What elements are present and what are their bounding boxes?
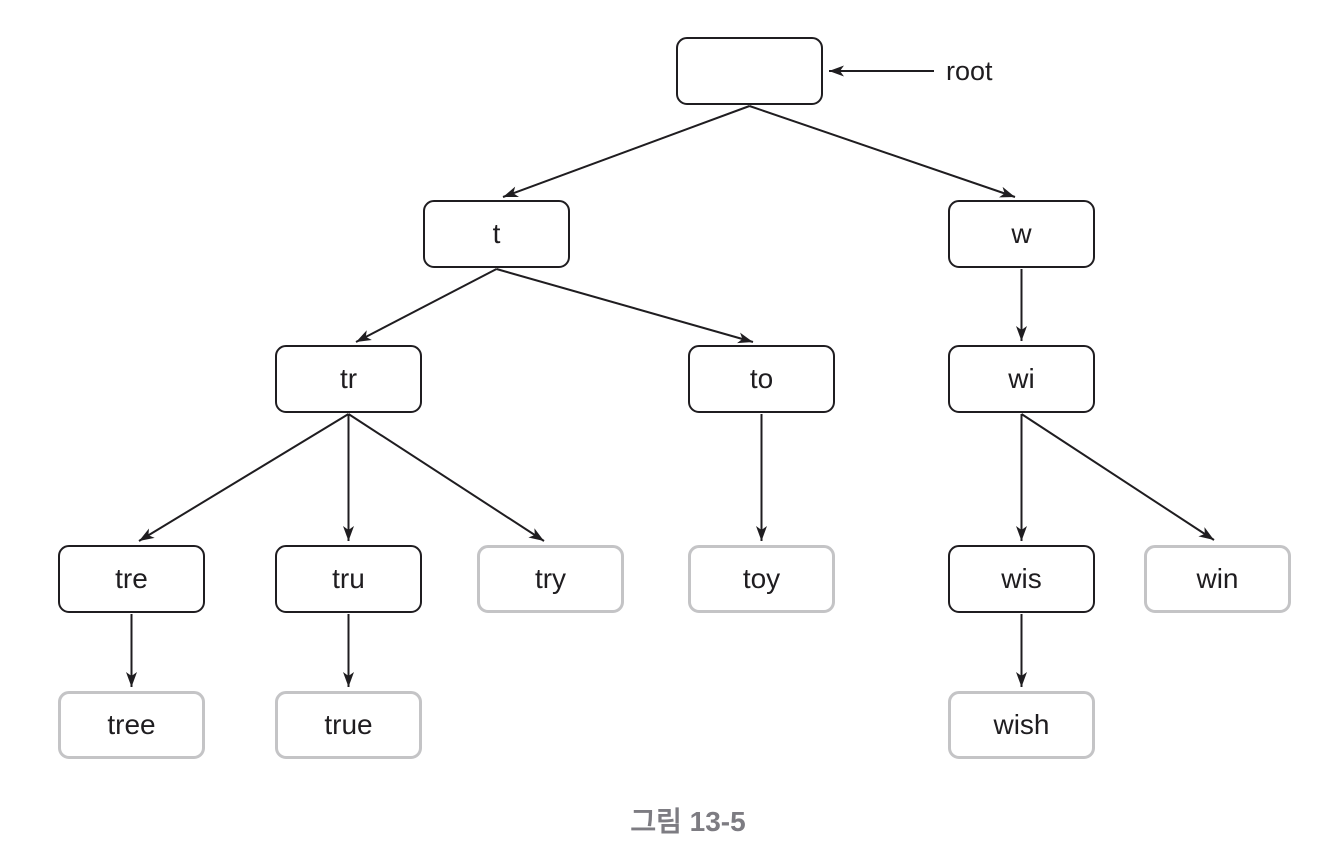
edge-tr-tre xyxy=(138,413,350,542)
edge-root-t xyxy=(502,105,750,198)
node-w: w xyxy=(948,200,1095,268)
node-root xyxy=(676,37,823,105)
figure-caption: 그림 13-5 xyxy=(630,806,746,837)
node-t: t xyxy=(423,200,570,268)
edge-wi-win xyxy=(1020,413,1215,541)
node-wish: wish xyxy=(948,691,1095,759)
node-true: true xyxy=(275,691,422,759)
node-tree: tree xyxy=(58,691,205,759)
root-annotation-label: root xyxy=(946,56,993,86)
node-toy: toy xyxy=(688,545,835,613)
edge-t-tr xyxy=(355,268,497,343)
node-try: try xyxy=(477,545,624,613)
edge-root-w xyxy=(749,105,1016,198)
node-wis: wis xyxy=(948,545,1095,613)
node-to: to xyxy=(688,345,835,413)
node-tre: tre xyxy=(58,545,205,613)
node-wi: wi xyxy=(948,345,1095,413)
node-tr: tr xyxy=(275,345,422,413)
edge-tr-try xyxy=(347,413,545,542)
node-tru: tru xyxy=(275,545,422,613)
edge-t-to xyxy=(496,268,754,344)
node-win: win xyxy=(1144,545,1291,613)
